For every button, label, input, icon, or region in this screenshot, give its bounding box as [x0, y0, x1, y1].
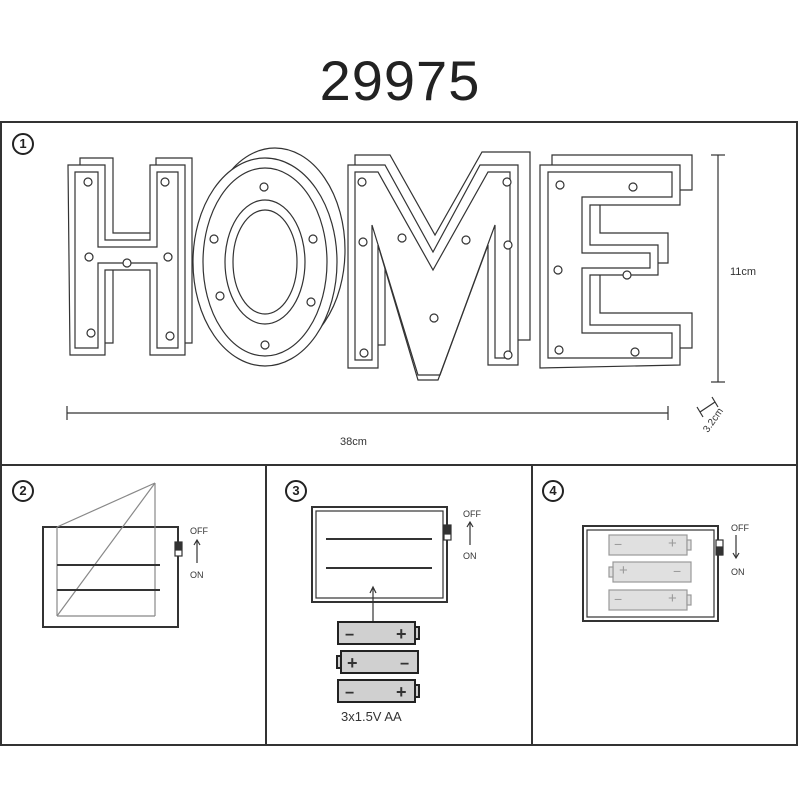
battery-minus: −	[345, 685, 355, 702]
battery-holder-loaded	[582, 525, 740, 622]
battery-plus: +	[668, 535, 677, 552]
battery-plus: +	[619, 562, 628, 579]
model-number: 29975	[319, 49, 481, 112]
step-1-badge: 1	[12, 133, 34, 155]
battery-minus: −	[345, 627, 355, 644]
aa-batteries	[336, 621, 420, 703]
switch-off-label: OFF	[463, 509, 481, 519]
battery-plus: +	[396, 682, 407, 702]
switch-off-label: OFF	[731, 523, 749, 533]
battery-minus: −	[614, 591, 623, 607]
battery-minus: −	[614, 536, 623, 552]
step-3-badge: 3	[285, 480, 307, 502]
width-label: 38cm	[340, 436, 367, 448]
switch-on-label: ON	[190, 570, 204, 580]
step-4-badge: 4	[542, 480, 564, 502]
battery-plus: +	[668, 590, 677, 607]
battery-plus: +	[396, 624, 407, 644]
switch-off-label: OFF	[190, 526, 208, 536]
outer-frame	[0, 121, 798, 746]
battery-minus: −	[673, 563, 682, 579]
dimension-lines	[66, 154, 725, 420]
led-bulbs	[83, 177, 640, 360]
battery-holder-open-lid	[42, 482, 201, 628]
switch-on-label: ON	[731, 567, 745, 577]
home-sign-illustration	[67, 147, 693, 381]
battery-plus: +	[347, 653, 358, 673]
battery-holder-empty	[311, 506, 474, 622]
switch-on-label: ON	[463, 551, 477, 561]
battery-minus: −	[400, 656, 410, 673]
height-label: 11cm	[730, 266, 757, 278]
step-2-badge: 2	[12, 480, 34, 502]
battery-spec-label: 3x1.5V AA	[341, 709, 402, 724]
